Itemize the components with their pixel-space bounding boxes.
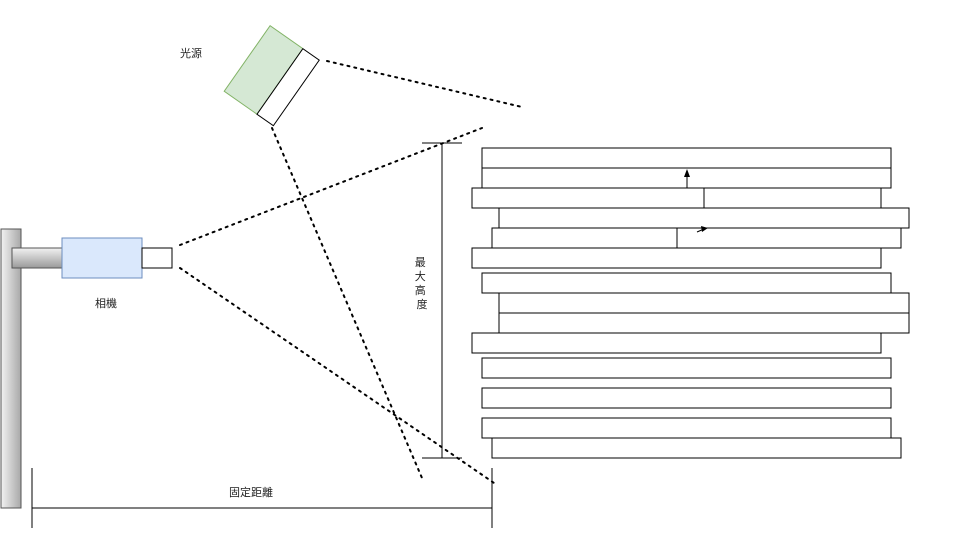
plate [481,417,892,439]
plate [676,227,902,249]
fixed-distance-label: 固定距離 [229,485,273,499]
plate [481,387,892,409]
mount-arm [11,247,63,269]
camera-label: 相機 [95,296,117,310]
light-ray-upper [326,60,523,108]
plate [703,187,882,209]
plate [481,272,892,294]
camera-fov-lower [179,267,498,486]
camera-lens [141,247,173,269]
light-ray-lower [271,127,423,479]
plate [491,437,902,459]
plate [498,292,910,314]
right-arrow [696,226,708,233]
light-source-label: 光源 [180,46,202,60]
plate-stack [471,147,910,459]
plate [471,187,705,209]
camera-fov-upper [179,127,483,246]
plate [498,312,910,334]
mount-pole [0,228,22,509]
plate [481,147,892,169]
plate [471,332,882,354]
camera-body [61,237,143,279]
max-height-label: 最 大 高 度 [415,256,430,311]
light-source-emitter [256,47,320,127]
plate [481,357,892,379]
plate [471,247,882,269]
up-arrow [684,169,690,188]
plate [491,227,678,249]
plate [498,207,910,229]
light-source [223,25,320,127]
